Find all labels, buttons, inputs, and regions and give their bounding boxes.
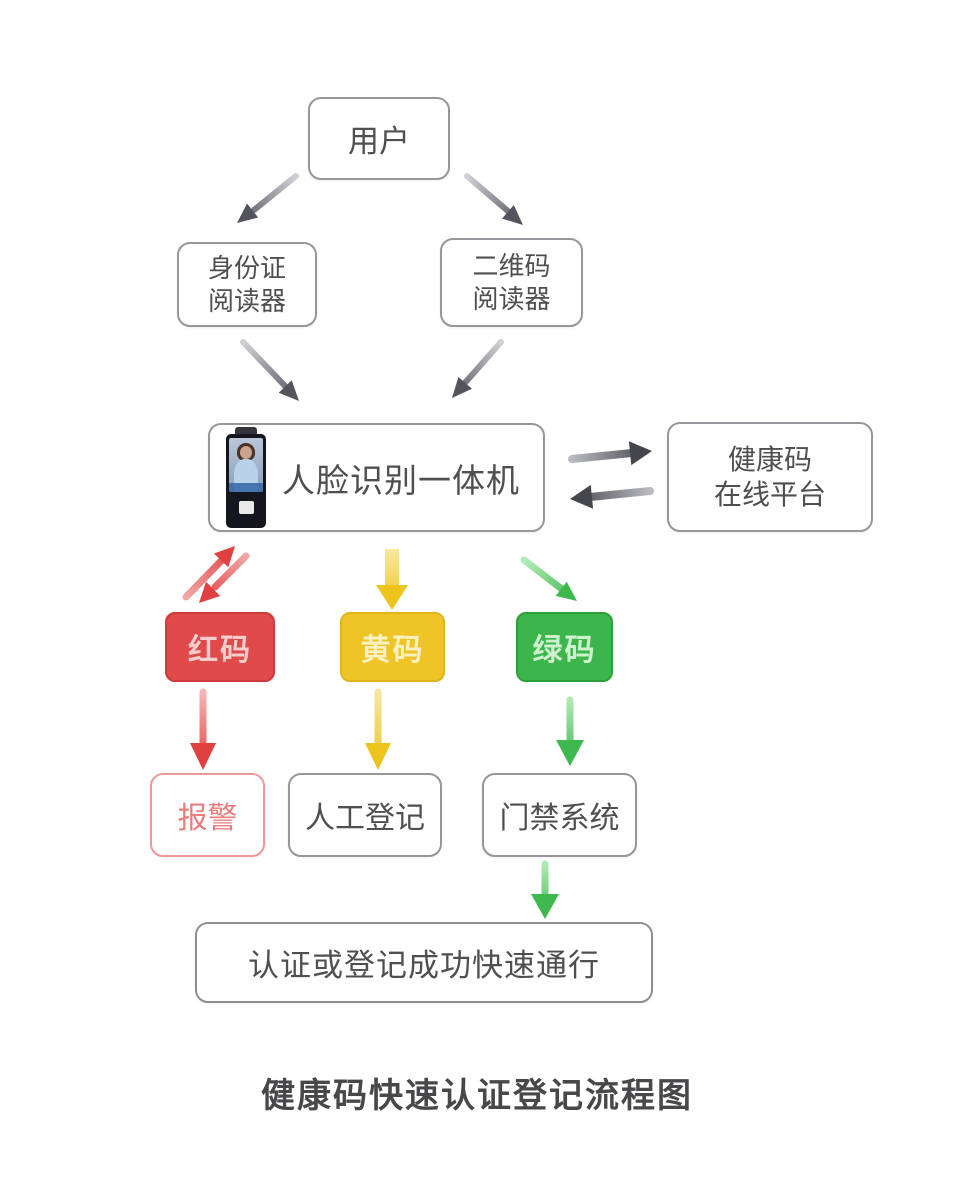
arrow-machine-to-yellow-code — [376, 549, 408, 610]
node-user: 用户 — [308, 97, 450, 180]
node-red-code: 红码 — [165, 612, 275, 682]
node-user-label: 用户 — [348, 124, 410, 159]
node-face-recognition-machine: 人脸识别一体机 — [208, 423, 545, 532]
node-alarm-label: 报警 — [177, 802, 238, 835]
node-health-code-platform: 健康码 在线平台 — [667, 422, 873, 532]
node-health-code-platform-line1: 健康码 — [727, 444, 812, 475]
arrow-green-code-to-access-control — [556, 696, 584, 766]
node-access-control-system-label: 门禁系统 — [499, 802, 620, 835]
node-qr-code-reader-line1: 二维码 — [472, 251, 551, 281]
device-scanner-window — [238, 501, 254, 514]
node-face-recognition-machine-label: 人脸识别一体机 — [282, 461, 520, 499]
arrow-red-code-to-machine — [182, 546, 235, 601]
arrow-machine-to-green-code — [520, 556, 577, 601]
arrow-id-reader-to-machine — [240, 339, 299, 401]
node-green-code: 绿码 — [516, 612, 613, 682]
node-id-card-reader-line2: 阅读器 — [207, 285, 286, 316]
arrow-red-code-to-alarm — [190, 688, 216, 770]
node-red-code-label: 红码 — [188, 634, 252, 667]
diagram-caption: 健康码快速认证登记流程图 — [261, 1077, 693, 1115]
node-id-card-reader-line1: 身份证 — [207, 253, 286, 283]
device-body — [226, 434, 266, 528]
node-alarm: 报警 — [150, 773, 265, 857]
node-id-card-reader: 身份证 阅读器 — [177, 242, 317, 327]
node-yellow-code: 黄码 — [340, 612, 445, 682]
node-manual-registration: 人工登记 — [288, 773, 442, 857]
node-quick-pass: 认证或登记成功快速通行 — [195, 922, 653, 1003]
node-qr-code-reader-line2: 阅读器 — [472, 283, 551, 314]
node-quick-pass-label: 认证或登记成功快速通行 — [248, 948, 600, 983]
arrow-machine-to-platform — [568, 441, 652, 466]
arrow-user-to-id-reader — [237, 173, 299, 223]
node-access-control-system: 门禁系统 — [482, 773, 637, 857]
node-qr-code-reader: 二维码 阅读器 — [440, 238, 583, 327]
node-manual-registration-label: 人工登记 — [305, 802, 425, 835]
device-camera-icon — [235, 427, 257, 436]
arrow-qr-reader-to-machine — [452, 339, 504, 398]
arrow-yellow-code-to-manual-register — [365, 688, 391, 770]
node-green-code-label: 绿码 — [532, 634, 597, 667]
arrow-access-control-to-pass — [531, 860, 559, 919]
arrow-user-to-qr-reader — [464, 173, 523, 225]
node-health-code-platform-line2: 在线平台 — [713, 479, 826, 510]
arrow-machine-to-red-code — [199, 552, 250, 603]
arrow-platform-to-machine — [570, 484, 654, 509]
device-screen — [229, 438, 263, 492]
face-terminal-image — [223, 427, 269, 528]
node-yellow-code-label: 黄码 — [360, 634, 425, 667]
